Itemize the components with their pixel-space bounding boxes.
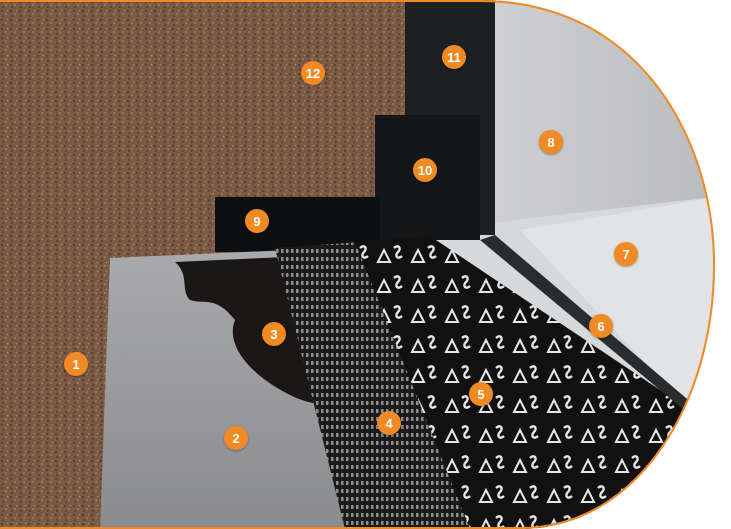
- marker-10: 10: [413, 158, 437, 182]
- marker-11: 11: [442, 45, 466, 69]
- marker-9: 9: [245, 209, 269, 233]
- marker-8: 8: [539, 130, 563, 154]
- marker-12: 12: [301, 61, 325, 85]
- marker-6: 6: [589, 314, 613, 338]
- marker-4: 4: [377, 411, 401, 435]
- marker-1: 1: [64, 352, 88, 376]
- marker-7: 7: [614, 242, 638, 266]
- marker-3: 3: [262, 322, 286, 346]
- marker-2: 2: [224, 426, 248, 450]
- marker-5: 5: [469, 382, 493, 406]
